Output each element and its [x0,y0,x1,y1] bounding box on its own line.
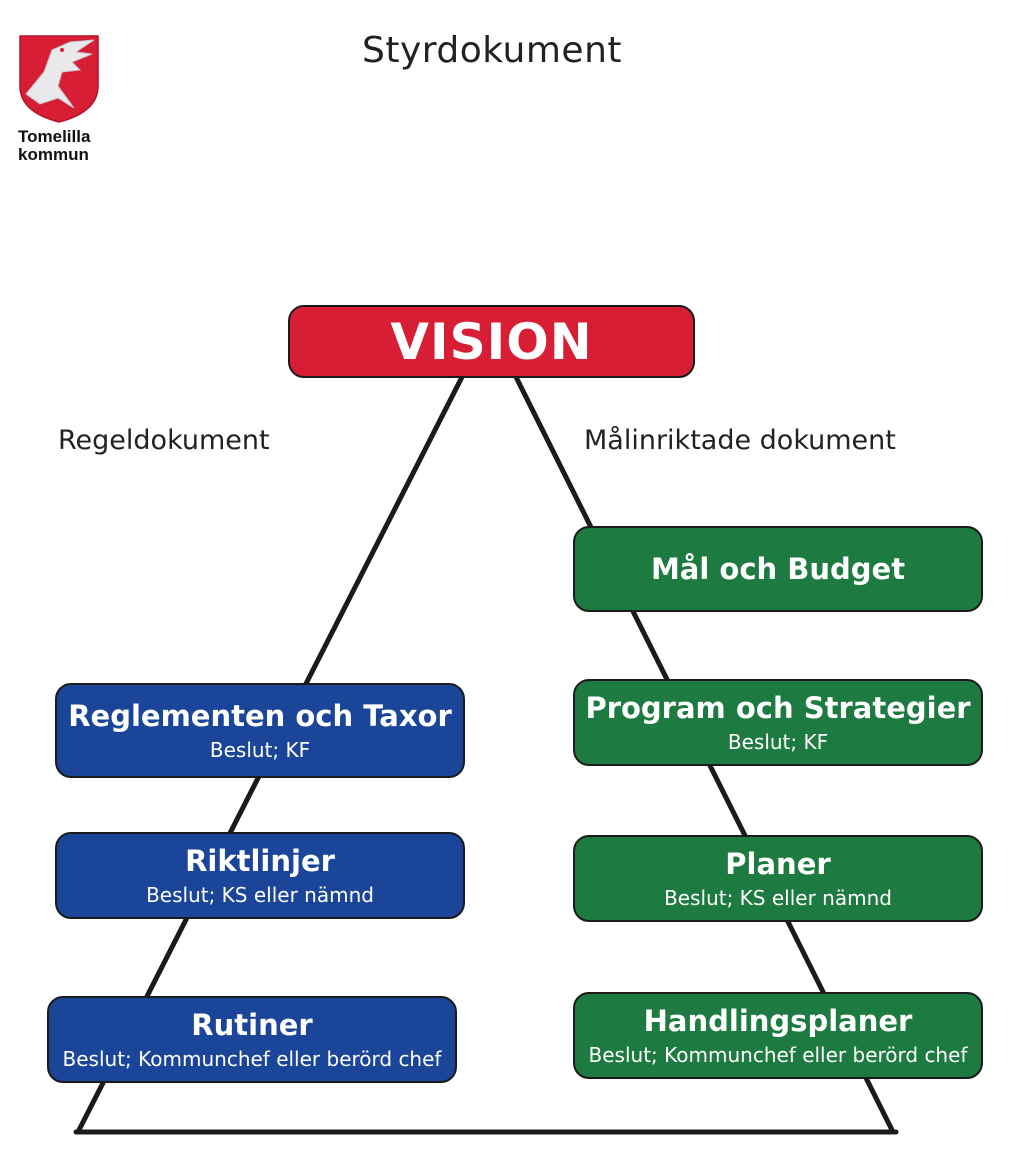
box-title: Riktlinjer [185,843,335,878]
box-program-och-strategier: Program och Strategier Beslut; KF [573,679,983,766]
box-subtitle: Beslut; KS eller nämnd [664,885,892,910]
box-mal-och-budget: Mål och Budget [573,526,983,612]
box-subtitle: Beslut; KF [727,729,829,754]
vision-label: VISION [390,312,593,371]
box-title: Planer [725,846,831,881]
box-subtitle: Beslut; Kommunchef eller berörd chef [62,1046,442,1071]
box-subtitle: Beslut; KF [209,737,311,762]
box-riktlinjer: Riktlinjer Beslut; KS eller nämnd [55,832,465,919]
logo-name-line2: kommun [18,145,89,164]
box-reglementen-och-taxor: Reglementen och Taxor Beslut; KF [55,683,465,778]
box-title: Rutiner [191,1007,313,1042]
column-label-goal-documents: Målinriktade dokument [584,425,896,456]
logo-name-line1: Tomelilla [18,127,91,146]
kite-bird-shield-icon [19,35,99,123]
vision-box: VISION [288,305,695,378]
page-title: Styrdokument [361,30,623,71]
box-subtitle: Beslut; KS eller nämnd [146,882,374,907]
box-subtitle: Beslut; Kommunchef eller berörd chef [588,1042,968,1067]
box-handlingsplaner: Handlingsplaner Beslut; Kommunchef eller… [573,992,983,1079]
column-label-rule-documents: Regeldokument [58,425,270,456]
box-title: Handlingsplaner [643,1003,913,1038]
municipality-logo: Tomelilla kommun [18,34,102,164]
box-rutiner: Rutiner Beslut; Kommunchef eller berörd … [47,996,457,1083]
box-planer: Planer Beslut; KS eller nämnd [573,835,983,922]
box-title: Mål och Budget [650,552,906,586]
box-title: Reglementen och Taxor [68,698,452,733]
box-title: Program och Strategier [585,690,971,725]
